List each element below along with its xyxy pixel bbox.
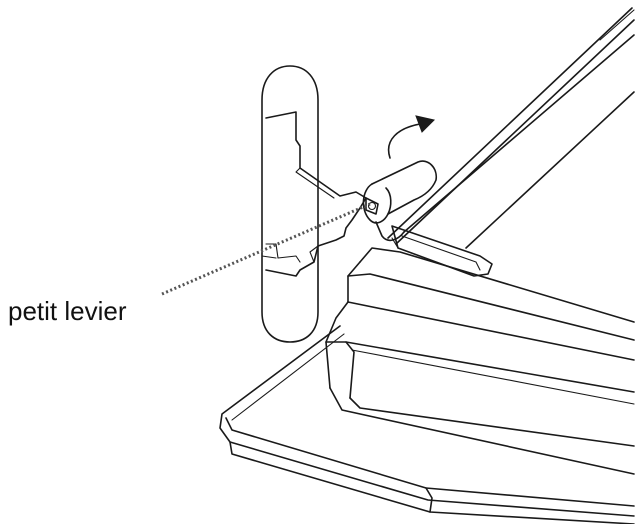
curved-arrow-icon	[387, 115, 435, 159]
panel-frame	[387, 7, 635, 249]
lever-detail-callout	[261, 65, 367, 343]
stand-base	[325, 247, 635, 475]
hinge-cylinder	[362, 160, 438, 242]
base-plate	[219, 325, 635, 525]
leader-line	[161, 202, 371, 296]
callout-label-small-lever: petit levier	[8, 296, 127, 326]
